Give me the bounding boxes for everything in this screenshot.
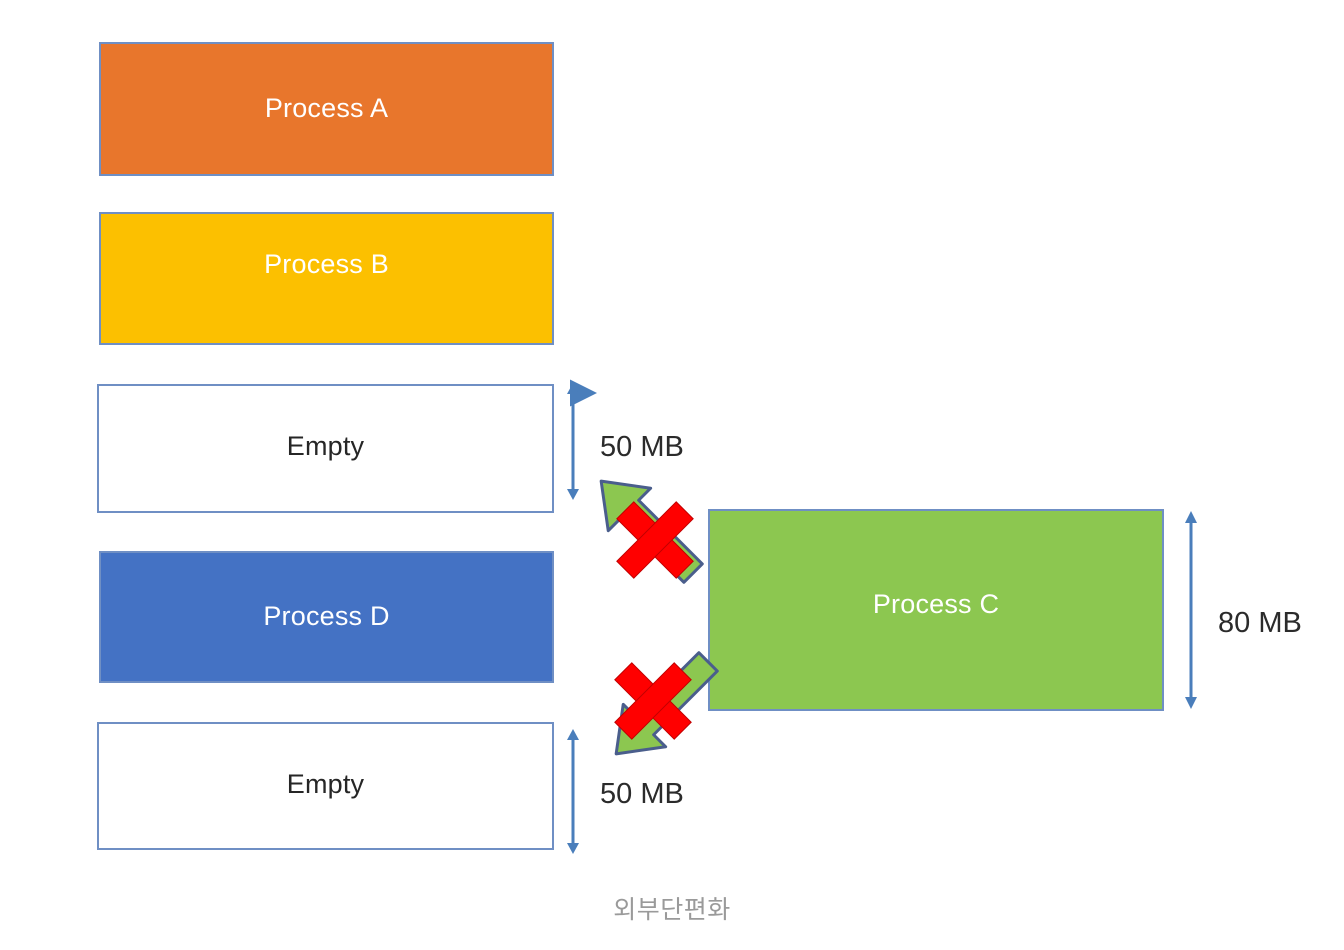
memory-block-label: Process D [263, 600, 390, 631]
memory-block-label: Process C [872, 588, 1000, 619]
memory-block-label: Empty [286, 768, 365, 799]
memory-block-empty-upper: Empty [97, 384, 554, 513]
memory-block-empty-lower: Empty [97, 722, 554, 850]
dimension-label-80mb: 80 MB [1218, 607, 1302, 639]
blocked-move-up-left [599, 479, 704, 584]
memory-block-label: Empty [286, 431, 365, 461]
dimension-arrow-50mb-lower [567, 729, 579, 854]
memory-block-process-b: Process B [99, 212, 554, 345]
memory-block-process-a: Process A [99, 42, 554, 176]
dimension-arrow-50mb-upper [567, 379, 597, 500]
dimension-label-50mb-lower: 50 MB [600, 778, 684, 810]
dimension-label-50mb-upper: 50 MB [600, 431, 684, 463]
red-x-icon [614, 662, 692, 740]
memory-block-process-d: Process D [99, 551, 554, 683]
diagram-caption: 외부단편화 [613, 896, 731, 924]
memory-block-label: Process B [264, 249, 389, 279]
blocked-move-down-left [614, 651, 719, 756]
memory-block-label: Process A [264, 92, 389, 123]
red-x-icon [616, 501, 694, 579]
dimension-arrow-80mb [1185, 511, 1197, 709]
memory-block-process-c: Process C [708, 509, 1164, 711]
